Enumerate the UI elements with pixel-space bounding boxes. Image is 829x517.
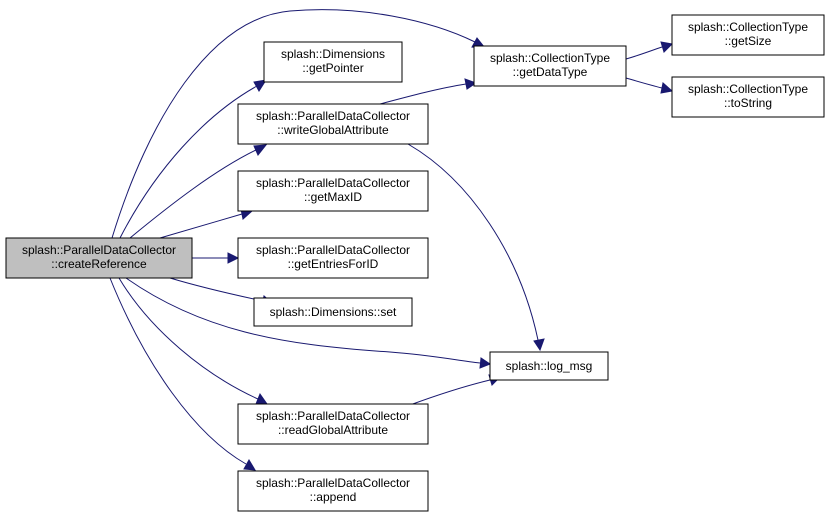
node-getDataType[interactable]: splash::CollectionType ::getDataType xyxy=(473,45,627,87)
node-append-line1: splash::ParallelDataCollector xyxy=(256,476,410,490)
node-toString-line2: ::toString xyxy=(724,96,772,110)
node-getEntriesForID[interactable]: splash::ParallelDataCollector ::getEntri… xyxy=(237,237,429,279)
edge-createReference-append xyxy=(109,277,256,471)
node-getEntriesForID-line1: splash::ParallelDataCollector xyxy=(256,243,410,257)
node-readGlobalAttribute-line1: splash::ParallelDataCollector xyxy=(256,409,410,423)
node-getEntriesForID-line2: ::getEntriesForID xyxy=(288,257,379,271)
node-getSize[interactable]: splash::CollectionType ::getSize xyxy=(671,14,825,56)
node-getMaxID[interactable]: splash::ParallelDataCollector ::getMaxID xyxy=(237,170,429,212)
node-dimSet[interactable]: splash::Dimensions::set xyxy=(253,297,413,327)
node-toString-line1: splash::CollectionType xyxy=(688,82,808,96)
node-writeGlobalAttribute-line1: splash::ParallelDataCollector xyxy=(256,109,410,123)
edge-createReference-getMaxID xyxy=(159,208,254,239)
node-append[interactable]: splash::ParallelDataCollector ::append xyxy=(237,470,429,512)
node-getMaxID-line2: ::getMaxID xyxy=(304,190,362,204)
edge-writeGlobalAttribute-getDataType xyxy=(379,78,478,105)
node-getSize-line1: splash::CollectionType xyxy=(688,20,808,34)
edge-createReference-getEntriesForID xyxy=(192,252,240,264)
node-toString[interactable]: splash::CollectionType ::toString xyxy=(671,76,825,118)
node-append-line2: ::append xyxy=(310,490,357,504)
node-createReference-line1: splash::ParallelDataCollector xyxy=(22,243,176,257)
edge-createReference-logMsg xyxy=(125,277,492,369)
node-createReference-line2: ::createReference xyxy=(51,257,147,271)
edge-getDataType-toString xyxy=(625,77,674,94)
edge-createReference-writeGlobalAttribute xyxy=(129,144,268,239)
node-getPointer[interactable]: splash::Dimensions ::getPointer xyxy=(263,41,403,83)
node-writeGlobalAttribute-line2: ::writeGlobalAttribute xyxy=(277,123,389,137)
edge-createReference-getPointer xyxy=(119,79,268,239)
node-getPointer-line1: splash::Dimensions xyxy=(281,47,385,61)
node-getDataType-line1: splash::CollectionType xyxy=(490,51,610,65)
node-writeGlobalAttribute[interactable]: splash::ParallelDataCollector ::writeGlo… xyxy=(237,103,429,145)
node-readGlobalAttribute-line2: ::readGlobalAttribute xyxy=(278,423,388,437)
node-dimSet-line1: splash::Dimensions::set xyxy=(270,305,397,319)
node-logMsg[interactable]: splash::log_msg xyxy=(489,351,609,381)
edge-readGlobalAttribute-logMsg xyxy=(409,374,502,406)
edge-getDataType-getSize xyxy=(625,41,674,60)
node-getDataType-line2: ::getDataType xyxy=(513,65,588,79)
node-createReference[interactable]: splash::ParallelDataCollector ::createRe… xyxy=(5,237,193,279)
node-readGlobalAttribute[interactable]: splash::ParallelDataCollector ::readGlob… xyxy=(237,403,429,445)
edge-writeGlobalAttribute-logMsg xyxy=(407,143,545,352)
node-getPointer-line2: ::getPointer xyxy=(302,61,363,75)
node-getMaxID-line1: splash::ParallelDataCollector xyxy=(256,176,410,190)
node-getSize-line2: ::getSize xyxy=(725,34,772,48)
node-logMsg-line1: splash::log_msg xyxy=(506,359,593,373)
